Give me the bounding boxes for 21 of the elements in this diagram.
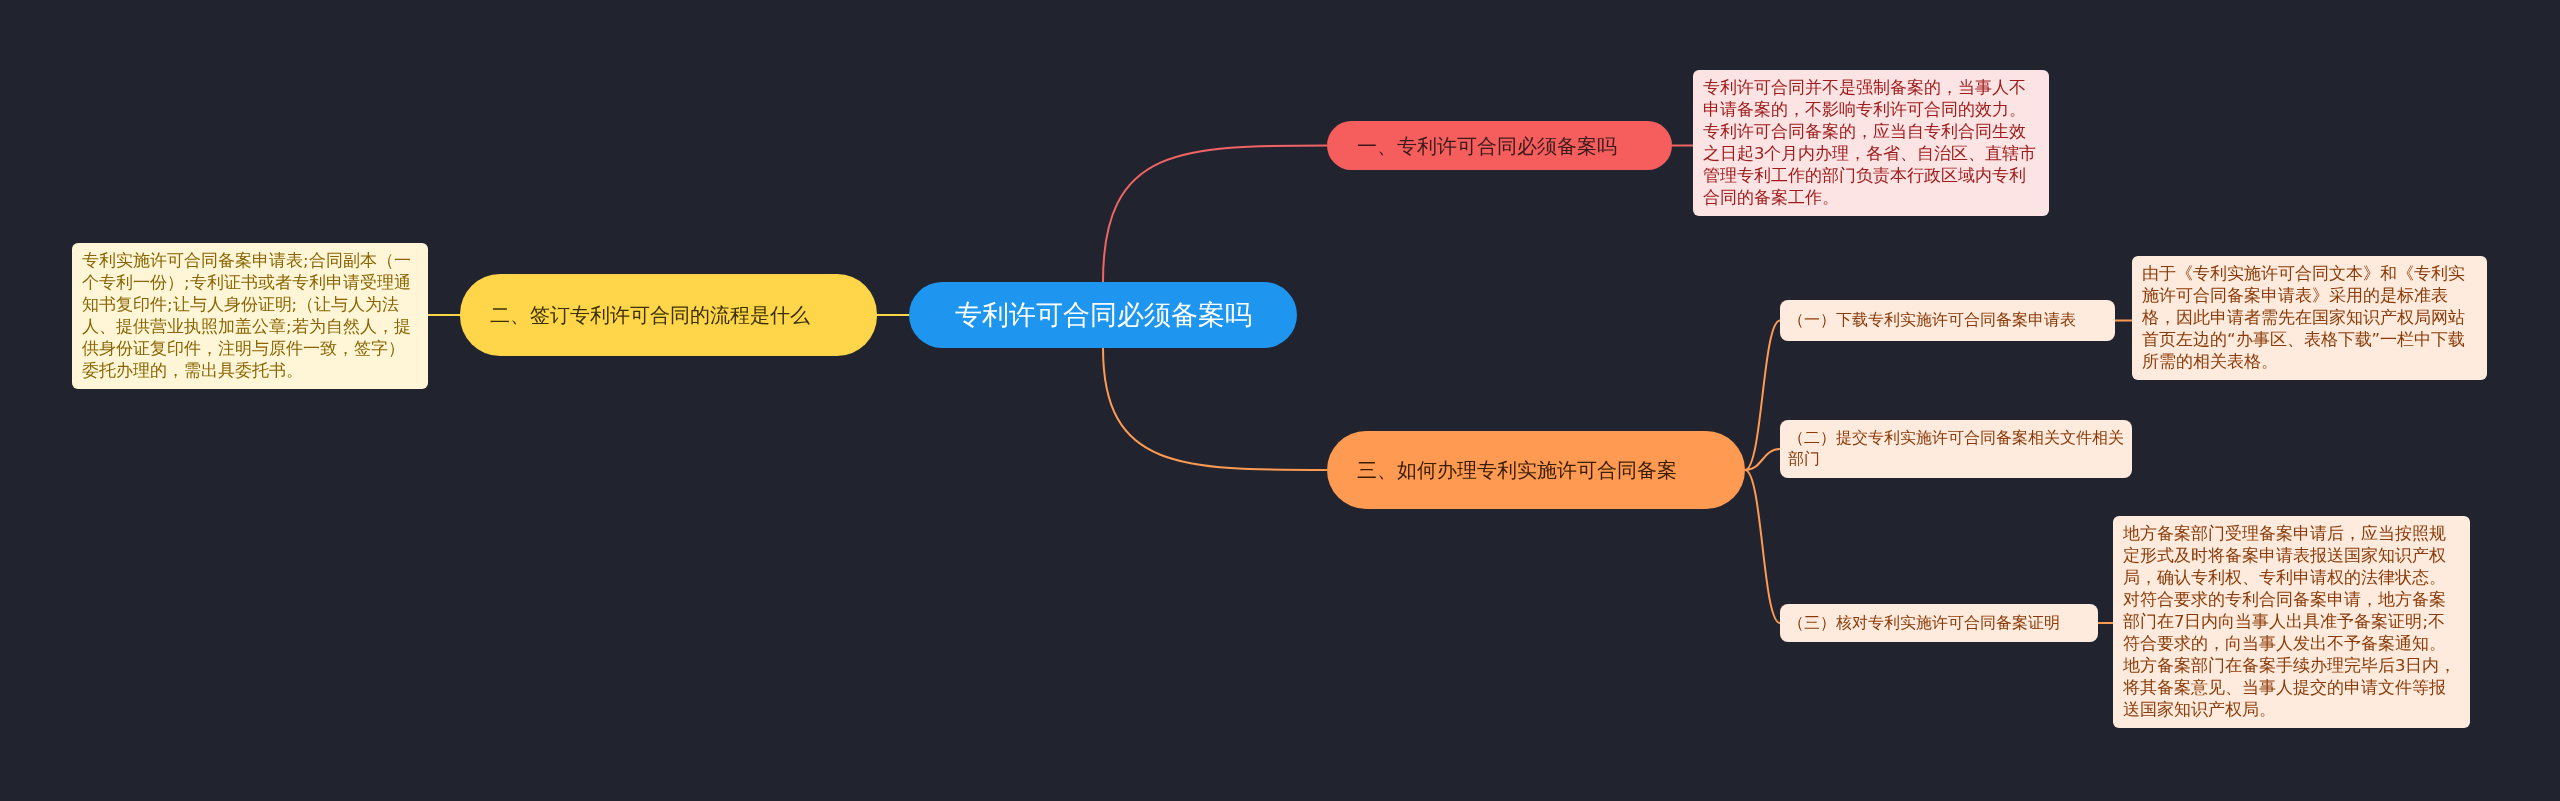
- connector-line: [1671, 144, 1694, 147]
- branch-box: 二、签订专利许可合同的流程是什么: [460, 274, 877, 356]
- connector-line: [876, 314, 910, 316]
- note-box: 专利许可合同并不是强制备案的，当事人不申请备案的，不影响专利许可合同的效力。专利许可合同备案的，应当自专利合同生效之日起3个月内办理，各省、自治区、直辖市管理专利工作的部门负责本行政区域内专利合同的备案工作。: [1693, 70, 2049, 216]
- branch-box: 一、专利许可合同必须备案吗: [1327, 121, 1672, 170]
- subtopic-box: （二）提交专利实施许可合同备案相关文件相关部门: [1780, 420, 2132, 478]
- central-topic-box: 专利许可合同必须备案吗: [909, 282, 1297, 348]
- branch-box: 三、如何办理专利实施许可合同备案: [1327, 431, 1745, 509]
- note-box: 专利实施许可合同备案申请表;合同副本（一个专利一份）;专利证书或者专利申请受理通知书复印件;让与人身份证明;（让与人为法人、提供营业执照加盖公章;若为自然人，提供身份证复印件，注明与原件一致，签字）委托办理的，需出具委托书。: [72, 243, 428, 389]
- note-box: 由于《专利实施许可合同文本》和《专利实施许可合同备案申请表》采用的是标准表格，因此申请者需先在国家知识产权局网站首页左边的“办事区、表格下载”一栏中下载所需的相关表格。: [2132, 256, 2487, 380]
- connector-line: [1744, 319, 1781, 471]
- connector-line: [2114, 319, 2133, 322]
- connector-line: [427, 314, 461, 316]
- connector-line: [1744, 448, 1781, 471]
- connector-line: [2097, 622, 2114, 624]
- connector-line: [1102, 144, 1328, 283]
- subtopic-box: （三）核对专利实施许可合同备案证明: [1780, 604, 2098, 642]
- connector-line: [1102, 347, 1328, 471]
- note-box: 地方备案部门受理备案申请后，应当按照规定形式及时将备案申请表报送国家知识产权局，确认专利权、专利申请权的法律状态。对符合要求的专利合同备案申请，地方备案部门在7日内向当事人出具准予备案证明;不符合要求的，向当事人发出不予备案通知。地方备案部门在备案手续办理完毕后3日内，将其备案意见、当事人提交的申请文件等报送国家知识产权局。: [2113, 516, 2470, 728]
- subtopic-box: （一）下载专利实施许可合同备案申请表: [1780, 300, 2115, 341]
- connector-line: [1744, 469, 1781, 624]
